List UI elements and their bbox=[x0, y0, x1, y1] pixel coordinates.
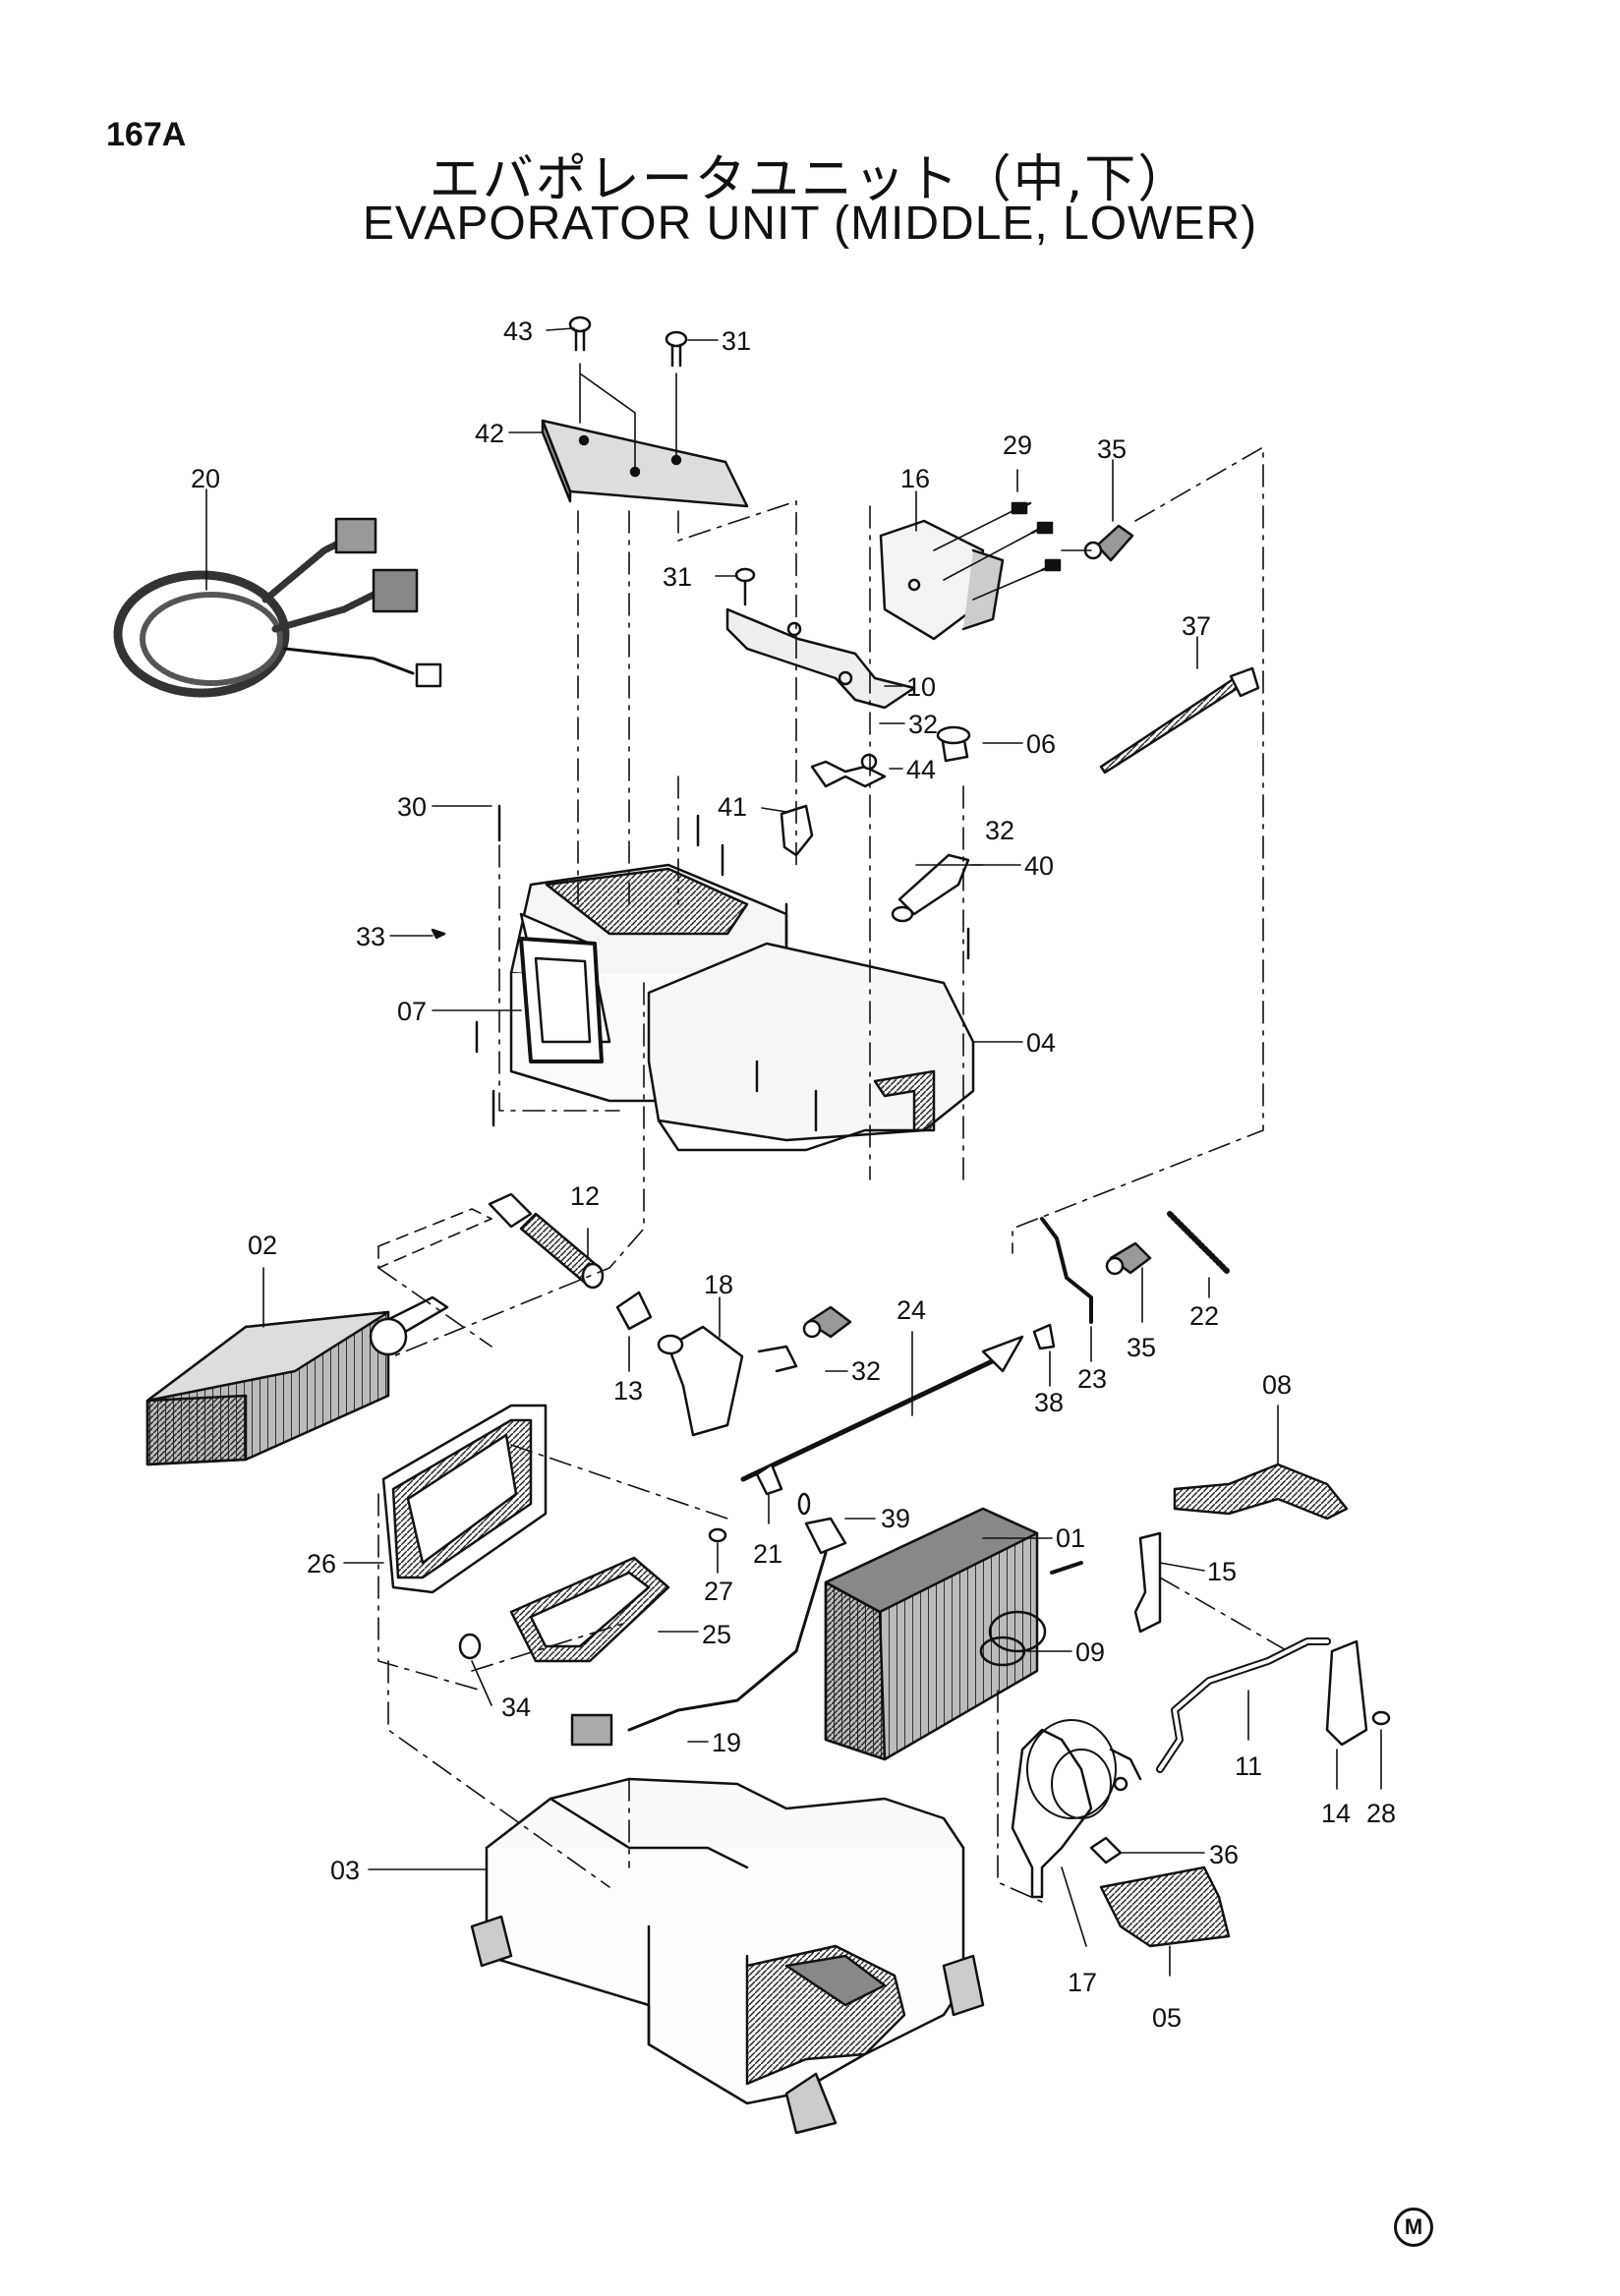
part-12-tube bbox=[488, 1192, 605, 1290]
label-11: 11 bbox=[1235, 1751, 1262, 1781]
label-12: 12 bbox=[570, 1181, 600, 1211]
label-24: 24 bbox=[897, 1295, 926, 1325]
label-04: 04 bbox=[1026, 1028, 1056, 1058]
label-31-top: 31 bbox=[722, 326, 751, 356]
label-36: 36 bbox=[1209, 1840, 1239, 1869]
label-07: 07 bbox=[397, 997, 427, 1026]
part-34-bush bbox=[458, 1633, 482, 1660]
label-44: 44 bbox=[906, 755, 936, 784]
part-10-bracket bbox=[725, 607, 916, 710]
part-26-blower-case bbox=[381, 1404, 548, 1594]
label-21: 21 bbox=[753, 1539, 782, 1569]
part-16-actuator bbox=[879, 519, 1005, 641]
part-29-screws bbox=[933, 501, 1062, 601]
part-13-grommet bbox=[615, 1291, 653, 1331]
part-11-pipe bbox=[1156, 1637, 1331, 1773]
part-18-servo-bracket bbox=[657, 1325, 798, 1437]
part-22-wire bbox=[1167, 1211, 1232, 1276]
label-17: 17 bbox=[1068, 1968, 1097, 1997]
label-09: 09 bbox=[1075, 1637, 1105, 1667]
label-18: 18 bbox=[704, 1270, 733, 1299]
part-08-seal-strip bbox=[1173, 1463, 1349, 1521]
label-29: 29 bbox=[1003, 430, 1032, 460]
corner-mark-m: M bbox=[1394, 2208, 1433, 2247]
label-32-a: 32 bbox=[908, 710, 938, 739]
part-19-harness bbox=[570, 1551, 828, 1747]
label-22: 22 bbox=[1189, 1301, 1219, 1331]
part-05-insulator-pad bbox=[1099, 1866, 1231, 1948]
part-07-filter-frame bbox=[519, 937, 604, 1063]
part-17-expansion-valve bbox=[1011, 1719, 1142, 1899]
label-14: 14 bbox=[1321, 1799, 1351, 1828]
label-31-mid: 31 bbox=[663, 562, 692, 592]
part-01-evaporator-core bbox=[824, 1507, 1039, 1761]
label-25: 25 bbox=[702, 1620, 731, 1649]
label-42: 42 bbox=[475, 419, 504, 448]
label-41: 41 bbox=[718, 792, 747, 822]
housing-screws bbox=[475, 804, 970, 1132]
label-33: 33 bbox=[356, 922, 385, 951]
leader-lines bbox=[205, 327, 1382, 1977]
label-13: 13 bbox=[613, 1376, 643, 1406]
label-35-mid: 35 bbox=[1127, 1333, 1156, 1362]
part-31-screw-top bbox=[665, 330, 688, 368]
label-32-c: 32 bbox=[851, 1356, 881, 1386]
label-23: 23 bbox=[1077, 1364, 1107, 1394]
label-02: 02 bbox=[248, 1231, 277, 1260]
label-06: 06 bbox=[1026, 729, 1056, 759]
part-27-screw bbox=[708, 1527, 727, 1543]
part-23-rod bbox=[1040, 1217, 1093, 1324]
part-02-heater-core bbox=[145, 1295, 449, 1466]
label-37: 37 bbox=[1182, 611, 1211, 641]
part-21-clamp bbox=[755, 1463, 783, 1496]
label-03: 03 bbox=[330, 1856, 360, 1885]
label-26: 26 bbox=[307, 1549, 336, 1578]
part-35-switch-top bbox=[1083, 524, 1134, 562]
label-34: 34 bbox=[501, 1693, 531, 1722]
part-15-bracket bbox=[1133, 1531, 1162, 1634]
part-37-cable-tie bbox=[1099, 666, 1260, 775]
label-15: 15 bbox=[1207, 1557, 1237, 1586]
label-10: 10 bbox=[906, 672, 936, 702]
part-03-lower-housing bbox=[470, 1777, 985, 2135]
part-36-clamp bbox=[1089, 1836, 1123, 1865]
label-05: 05 bbox=[1152, 2003, 1182, 2033]
label-39: 39 bbox=[881, 1504, 910, 1533]
title-japanese: エバポレータユニット（中,下） bbox=[429, 150, 1191, 209]
part-31-screw-mid bbox=[734, 567, 756, 606]
label-40: 40 bbox=[1024, 851, 1054, 881]
label-20: 20 bbox=[191, 464, 220, 493]
part-35-switch-mid bbox=[802, 1241, 1152, 1339]
label-01: 01 bbox=[1056, 1523, 1085, 1553]
part-20-wire-harness bbox=[113, 517, 442, 698]
label-38: 38 bbox=[1034, 1388, 1064, 1417]
part-44-clamp bbox=[810, 753, 887, 788]
part-06-cap bbox=[936, 725, 971, 763]
label-32-b: 32 bbox=[985, 816, 1014, 845]
part-25-door bbox=[509, 1556, 670, 1663]
part-24-rod bbox=[740, 1335, 1024, 1482]
label-28: 28 bbox=[1366, 1799, 1396, 1828]
part-43-screw bbox=[568, 316, 592, 352]
label-35-top: 35 bbox=[1097, 434, 1127, 464]
title-english: EVAPORATOR UNIT (MIDDLE, LOWER) bbox=[362, 198, 1258, 250]
part-42-cover-plate bbox=[541, 419, 749, 508]
label-27: 27 bbox=[704, 1577, 733, 1606]
label-30: 30 bbox=[397, 792, 427, 822]
part-39-sensor bbox=[797, 1492, 847, 1555]
label-08: 08 bbox=[1262, 1370, 1292, 1400]
part-38-clip bbox=[1032, 1323, 1056, 1350]
label-43: 43 bbox=[503, 316, 533, 346]
part-28-screw bbox=[1371, 1710, 1391, 1726]
part-09-o-ring bbox=[979, 1610, 1047, 1667]
part-14-clamp bbox=[1325, 1639, 1368, 1747]
page-number: 167A bbox=[106, 116, 187, 153]
label-16: 16 bbox=[900, 464, 930, 493]
label-19: 19 bbox=[712, 1728, 741, 1757]
